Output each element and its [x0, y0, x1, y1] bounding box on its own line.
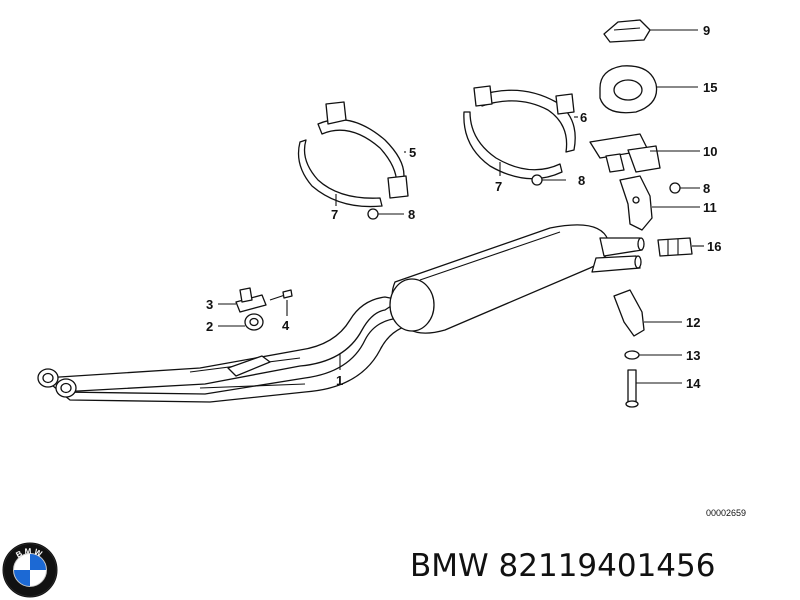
- logo-text: BMW: [14, 547, 43, 560]
- hanger-bracket-part-10: [589, 133, 661, 173]
- svg-text:BMW: BMW: [14, 547, 45, 560]
- callout-1: 1: [336, 373, 343, 388]
- callout-9: 9: [703, 23, 710, 38]
- callout-3: 3: [206, 297, 213, 312]
- callout-2: 2: [206, 319, 213, 334]
- callout-4: 4: [282, 318, 290, 333]
- callout-14: 14: [686, 376, 701, 391]
- callout-12: 12: [686, 315, 700, 330]
- callout-6: 6: [580, 110, 587, 125]
- callout-8-middle: 8: [578, 173, 585, 188]
- clamp-left: [297, 101, 409, 220]
- sleeve-part-16: [657, 237, 693, 257]
- callout-13: 13: [686, 348, 700, 363]
- clamp-right: [463, 85, 576, 186]
- callout-8-left: 8: [408, 207, 415, 222]
- callout-10: 10: [703, 144, 717, 159]
- exhaust-pipe-assembly: [37, 224, 645, 403]
- part-number-caption: BMW 82119401456: [410, 548, 716, 584]
- callout-7-right: 7: [495, 179, 502, 194]
- callout-5: 5: [409, 145, 416, 160]
- callout-7-left: 7: [331, 207, 338, 222]
- mount-bracket-group: [235, 287, 293, 331]
- callout-15: 15: [703, 80, 717, 95]
- bracket-bolt-group: [613, 289, 645, 408]
- callout-11: 11: [703, 200, 717, 215]
- support-part-11: [619, 175, 681, 231]
- callout-labels: 9 15 6 5 10 7 8 8 11 7 8 16 3 12 4 2 13 …: [206, 23, 746, 518]
- bracket-part-9: [603, 19, 651, 43]
- callout-16: 16: [707, 239, 721, 254]
- callout-8-right: 8: [703, 181, 710, 196]
- reference-code: 00002659: [706, 508, 746, 518]
- gasket-part-15: [599, 65, 658, 114]
- bmw-roundel-icon: BMW: [2, 542, 58, 598]
- leader-lines: [218, 29, 704, 384]
